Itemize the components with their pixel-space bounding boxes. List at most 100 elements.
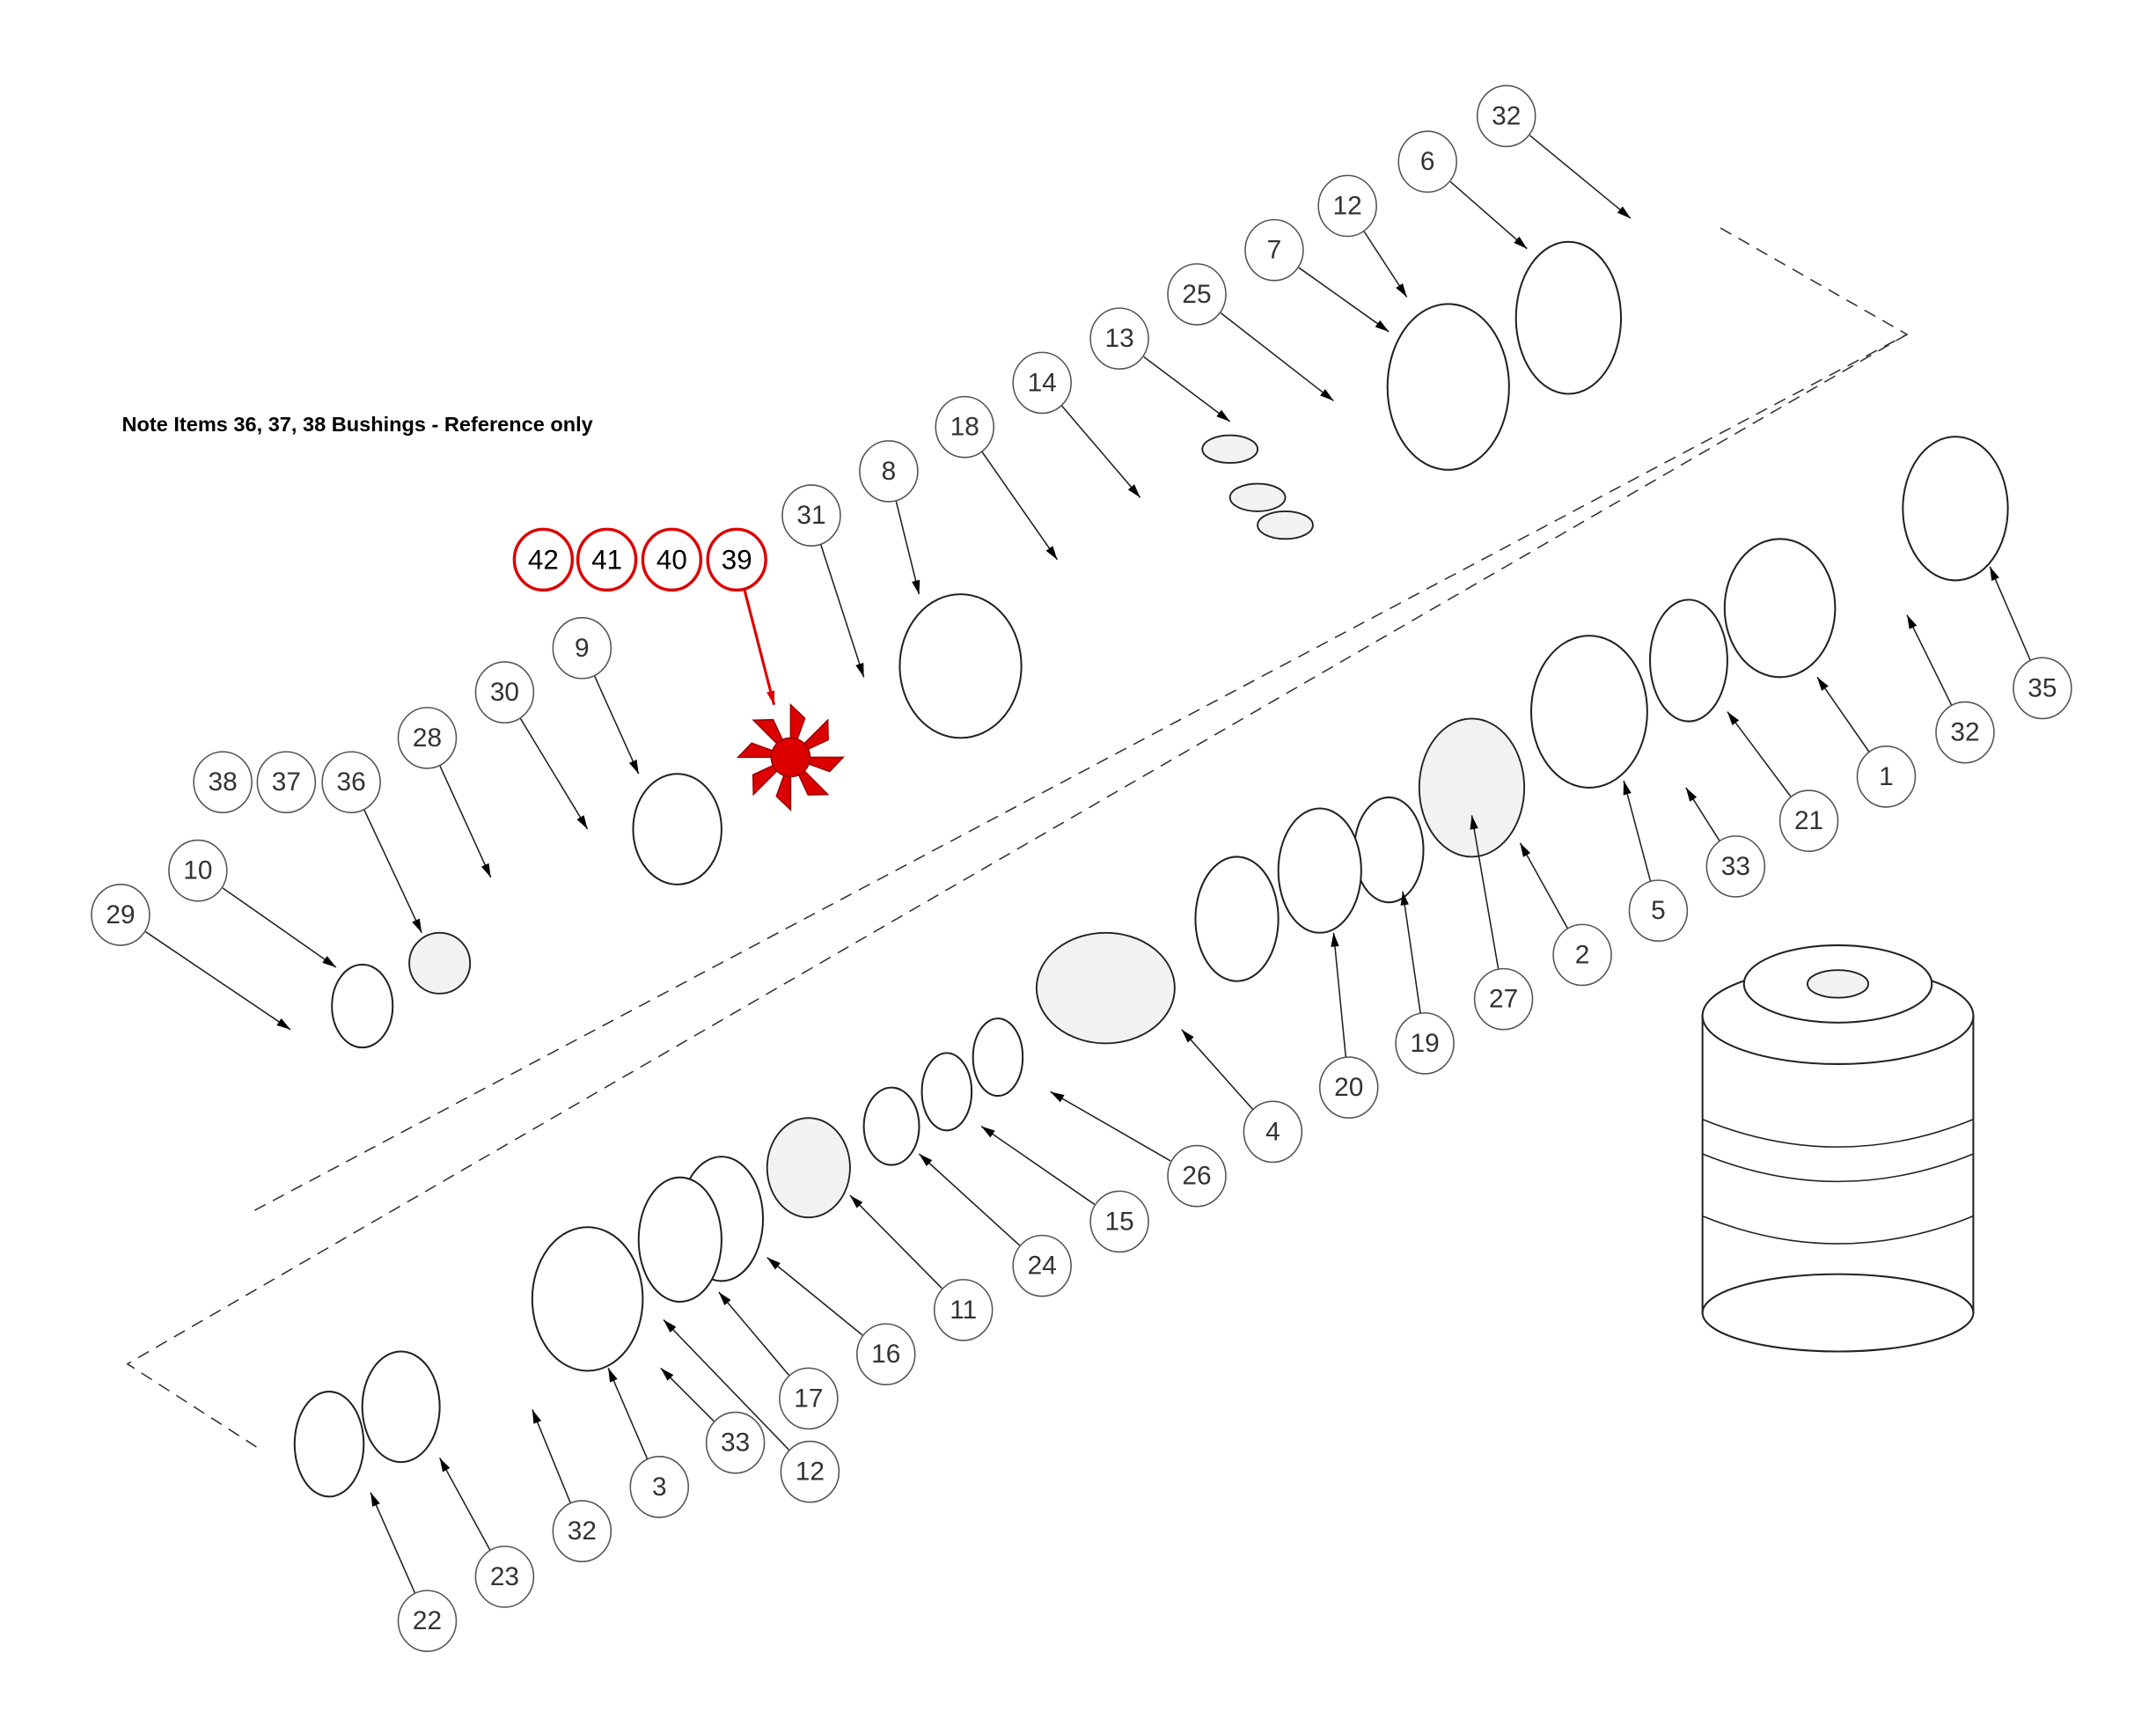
arrowhead-icon	[480, 863, 491, 878]
balloon-circle	[1012, 1234, 1072, 1297]
callout-label: 32	[568, 1517, 597, 1546]
balloon-circle	[168, 839, 228, 902]
valve-13a	[1201, 434, 1259, 464]
assembly-axis-lines	[126, 227, 1909, 1452]
arrowhead-icon	[1685, 787, 1698, 802]
arrowhead-icon	[1623, 781, 1632, 796]
callout-label: 36	[337, 768, 366, 797]
callout-label: 16	[871, 1340, 900, 1369]
balloon-circle	[1243, 1100, 1303, 1164]
balloon-circle	[1778, 790, 1839, 852]
arrowhead-icon	[439, 1458, 451, 1473]
leader-line	[519, 717, 589, 830]
leader-line	[1989, 566, 2031, 661]
callout-item-23: 23	[474, 1546, 535, 1608]
ring-23	[361, 1350, 441, 1464]
leader-line	[1906, 614, 1953, 706]
ring-16	[637, 1176, 722, 1304]
arrowhead-icon	[532, 1409, 542, 1424]
balloon-circle	[1244, 218, 1304, 282]
leader-line	[1727, 711, 1792, 797]
balloon-circle	[706, 527, 767, 592]
callout-item-5: 5	[1628, 879, 1689, 942]
reference-note: Note Items 36, 37, 38 Bushings - Referen…	[122, 413, 593, 436]
callout-label: 15	[1105, 1207, 1134, 1236]
leader-line	[532, 1409, 571, 1503]
leader-line	[1470, 815, 1500, 970]
leader-line	[743, 588, 776, 706]
arrowhead-icon	[1520, 842, 1531, 857]
balloon-circle	[779, 1367, 839, 1430]
callout-item-33: 33	[1705, 835, 1766, 898]
callout-label: 12	[1333, 191, 1362, 220]
leader-line	[1143, 356, 1231, 422]
leader-line	[718, 1291, 790, 1377]
balloon-circle	[1167, 263, 1227, 326]
callout-label: 28	[413, 723, 442, 753]
balloon-circle	[1089, 307, 1149, 370]
callout-item-26: 26	[1167, 1144, 1227, 1208]
arrowhead-icon	[855, 662, 864, 678]
leader-line	[1402, 891, 1421, 1014]
callout-item-2: 2	[1552, 923, 1612, 987]
balloon-circle	[397, 1590, 458, 1653]
callout-item-31: 31	[781, 484, 841, 547]
plate-9	[632, 773, 722, 885]
arrowhead-icon	[919, 1153, 933, 1167]
callout-label: 31	[796, 501, 825, 530]
callout-item-29: 29	[91, 884, 150, 946]
callout-item-42: 42	[512, 527, 575, 592]
callout-label: 18	[950, 413, 979, 442]
balloon-circle	[705, 1411, 766, 1474]
callout-label: 40	[656, 544, 687, 575]
callout-item-22: 22	[397, 1590, 458, 1653]
callout-label: 37	[272, 768, 301, 797]
leader-line	[1050, 1091, 1171, 1162]
callout-item-36: 36	[321, 751, 381, 813]
callout-item-32: 32	[1935, 701, 1995, 764]
flange-1	[1723, 538, 1837, 679]
ring-10	[331, 963, 394, 1049]
balloon-circle	[629, 1456, 690, 1518]
leader-line	[438, 1458, 491, 1551]
arrowhead-icon	[576, 815, 588, 830]
callout-item-19: 19	[1395, 1012, 1455, 1075]
callout-label: 24	[1028, 1252, 1057, 1281]
arrowhead-icon	[1907, 614, 1918, 629]
leader-line	[895, 500, 920, 595]
balloon-circle	[1935, 701, 1995, 764]
callout-item-9: 9	[552, 617, 612, 679]
arrowhead-icon	[663, 1319, 677, 1333]
highlighted-vane-assembly	[736, 702, 845, 812]
arrowhead-icon	[1320, 388, 1334, 401]
oring-19	[1353, 796, 1425, 904]
arrowhead-icon	[912, 579, 920, 595]
callout-label: 6	[1420, 147, 1435, 176]
leader-line	[363, 809, 422, 934]
arrowhead-icon	[766, 1257, 781, 1270]
arrowhead-icon	[1181, 1029, 1194, 1043]
arrowhead-icon	[718, 1292, 731, 1306]
balloon-circle	[1395, 1012, 1455, 1075]
balloon-circle	[552, 617, 612, 679]
oring-26	[972, 1017, 1024, 1098]
callout-label: 9	[575, 634, 590, 663]
callout-label: 12	[796, 1458, 825, 1487]
callout-label: 32	[1492, 101, 1521, 130]
callout-label: 21	[1794, 806, 1823, 835]
callout-label: 22	[413, 1606, 442, 1635]
balloon-circle	[1856, 745, 1917, 808]
leader-line	[607, 1368, 649, 1459]
balloon-circle	[1318, 1056, 1379, 1119]
leader-line	[849, 1194, 942, 1289]
callout-item-15: 15	[1089, 1190, 1149, 1253]
callout-label: 4	[1265, 1117, 1280, 1146]
balloon-circle	[1317, 174, 1377, 238]
arrowhead-icon	[276, 1018, 291, 1030]
valve-13b	[1228, 482, 1287, 512]
balloon-circle	[1473, 967, 1534, 1031]
callout-item-7: 7	[1244, 218, 1304, 282]
callout-item-24: 24	[1012, 1234, 1072, 1297]
callout-item-39: 39	[706, 527, 767, 592]
